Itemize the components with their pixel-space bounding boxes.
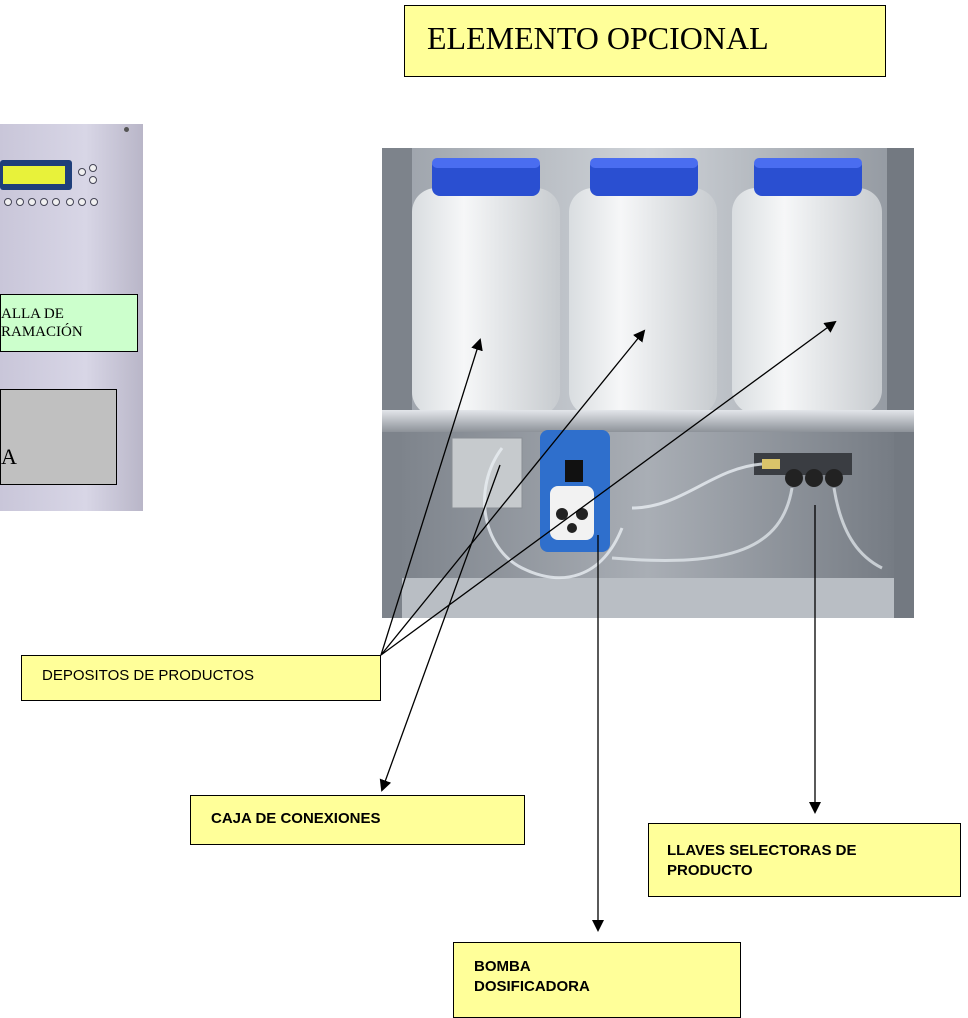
label-depositos-text: DEPOSITOS DE PRODUCTOS <box>42 667 254 684</box>
cabinet-floor <box>402 578 894 618</box>
shelf <box>382 410 914 432</box>
panel-button-icon <box>90 198 98 206</box>
label-caja: CAJA DE CONEXIONES <box>190 795 525 845</box>
label-caja-text: CAJA DE CONEXIONES <box>211 810 381 827</box>
title-box: ELEMENTO OPCIONAL <box>404 5 886 77</box>
panel-button-icon <box>40 198 48 206</box>
label-llaves-line2: PRODUCTO <box>667 862 753 879</box>
cabinet-photo <box>382 148 914 618</box>
cabinet-illustration <box>382 148 914 618</box>
lcd-display <box>0 160 72 190</box>
product-jug-2 <box>569 158 717 416</box>
panel-button-icon <box>28 198 36 206</box>
lcd-screen <box>3 166 65 184</box>
label-bomba-line1: BOMBA <box>474 958 531 975</box>
label-bomba: BOMBA DOSIFICADORA <box>453 942 741 1018</box>
junction-box <box>451 437 523 509</box>
dosing-pump <box>540 430 610 552</box>
label-depositos: DEPOSITOS DE PRODUCTOS <box>21 655 381 701</box>
product-jug-3 <box>732 158 882 414</box>
grey-box-text: A <box>1 444 17 469</box>
panel-button-icon <box>66 198 74 206</box>
screen-label-line2: RAMACIÓN <box>1 324 83 340</box>
product-jug-1 <box>412 158 560 416</box>
screen-label-line1: ALLA DE <box>1 306 64 322</box>
label-llaves-line1: LLAVES SELECTORAS DE <box>667 842 857 859</box>
label-bomba-line2: DOSIFICADORA <box>474 978 590 995</box>
panel-button-icon <box>89 164 97 172</box>
label-llaves: LLAVES SELECTORAS DE PRODUCTO <box>648 823 961 897</box>
screw-icon <box>124 127 129 132</box>
panel-button-icon <box>89 176 97 184</box>
panel-button-icon <box>4 198 12 206</box>
grey-info-box: A <box>0 389 117 485</box>
programming-screen-label: ALLA DE RAMACIÓN <box>0 294 138 352</box>
panel-button-icon <box>78 198 86 206</box>
panel-button-icon <box>78 168 86 176</box>
panel-button-icon <box>16 198 24 206</box>
panel-button-icon <box>52 198 60 206</box>
control-panel-photo: ALLA DE RAMACIÓN A <box>0 124 143 511</box>
title-text: ELEMENTO OPCIONAL <box>427 20 769 56</box>
